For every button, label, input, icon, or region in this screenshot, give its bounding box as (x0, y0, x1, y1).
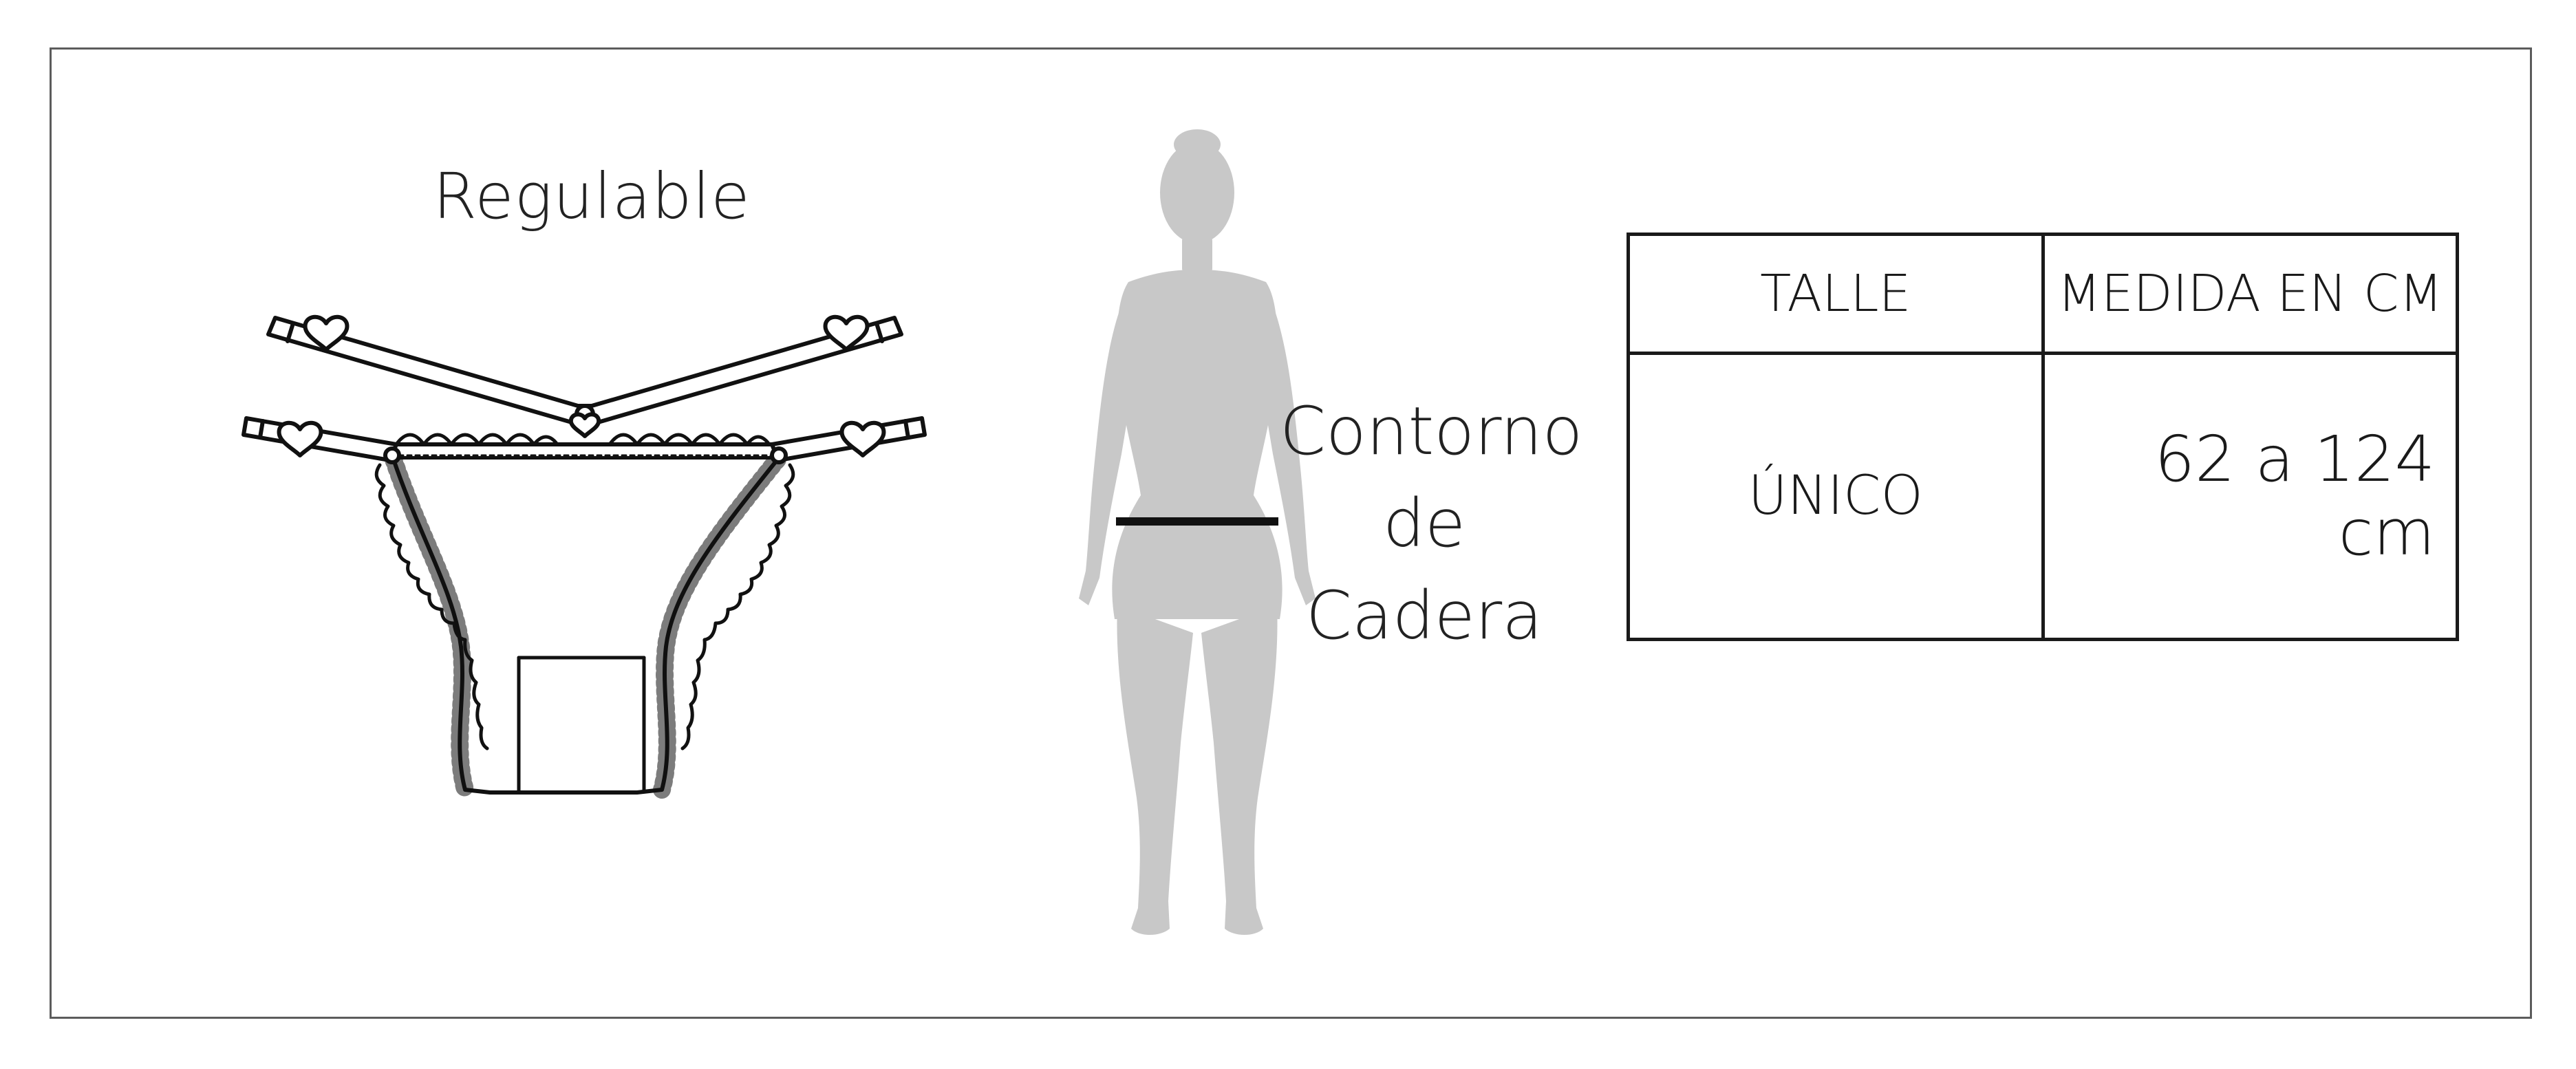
measure-label-line-3: Cadera (1305, 577, 1543, 654)
cell-measure-value: 62 a 124 cm (2041, 351, 2459, 642)
measure-label-line-1: Contorno (1280, 393, 1583, 470)
hip-circumference-label: Contorno de Cadera (1280, 385, 1583, 662)
adjustable-label: Regulable (433, 160, 751, 233)
table-header-row: TALLE MEDIDA EN CM (1627, 233, 2459, 355)
silhouette-body (1079, 129, 1316, 935)
cell-size-value: ÚNICO (1627, 351, 2045, 642)
female-silhouette-figure (1079, 129, 1316, 935)
thong-illustration (242, 314, 927, 799)
content-frame (50, 47, 2532, 1019)
table-row: ÚNICO 62 a 124 cm (1627, 351, 2459, 642)
size-table: TALLE MEDIDA EN CM ÚNICO 62 a 124 cm (1627, 233, 2459, 642)
hip-measure-line (1116, 517, 1278, 526)
header-size: TALLE (1627, 233, 2045, 355)
measure-label-line-2: de (1383, 485, 1466, 562)
header-measure-cm: MEDIDA EN CM (2041, 233, 2459, 355)
